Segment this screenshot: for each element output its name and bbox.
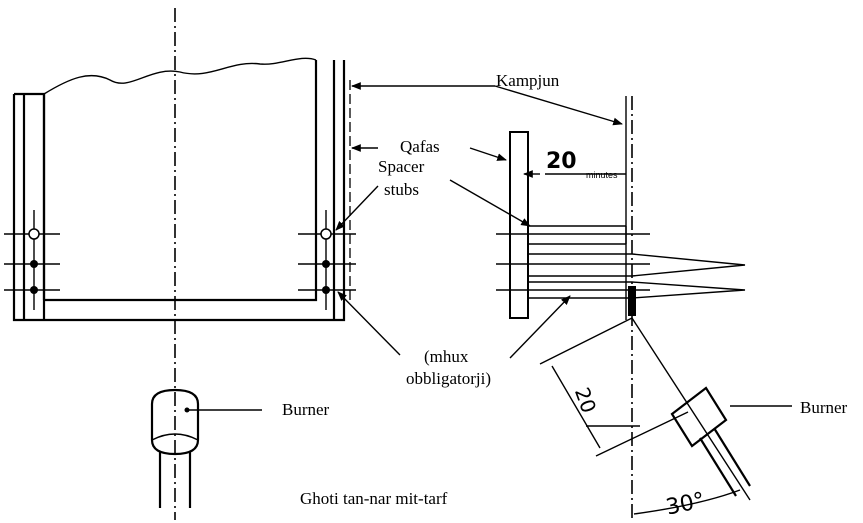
left-cage-view: [4, 8, 495, 520]
burner-right-label: Burner: [800, 398, 848, 417]
burner-left-label: Burner: [282, 400, 330, 419]
dim-minutes: minutes: [586, 170, 618, 180]
specimen-wavy-edge: [43, 57, 317, 95]
left-spacer-rods: [4, 210, 356, 310]
left-burner: [150, 388, 262, 508]
spacer-label: Spacer: [378, 157, 425, 176]
kampjun-label: Kampjun: [496, 71, 560, 90]
dim-20-diag: 20: [570, 384, 601, 416]
right-rods: [496, 225, 650, 291]
caption: Ghoti tan-nar mit-tarf: [300, 489, 448, 508]
dim-20-top: 20: [546, 149, 577, 174]
right-side-view: [449, 85, 792, 520]
obbligatorji-label: obbligatorji): [406, 369, 491, 388]
angle-arc: [633, 489, 741, 515]
mhux-label: (mhux: [424, 347, 469, 366]
cage-frame: [12, 60, 346, 322]
stubs-label: stubs: [384, 180, 419, 199]
spacer-spikes: [528, 253, 746, 299]
cage-inner-frame: [42, 60, 336, 320]
angle-30-label: 30°: [664, 488, 707, 521]
qafas-label: Qafas: [400, 137, 440, 156]
right-burner: [631, 317, 792, 501]
dimension-20-diag: [539, 317, 689, 457]
left-stubs: [28, 228, 332, 294]
